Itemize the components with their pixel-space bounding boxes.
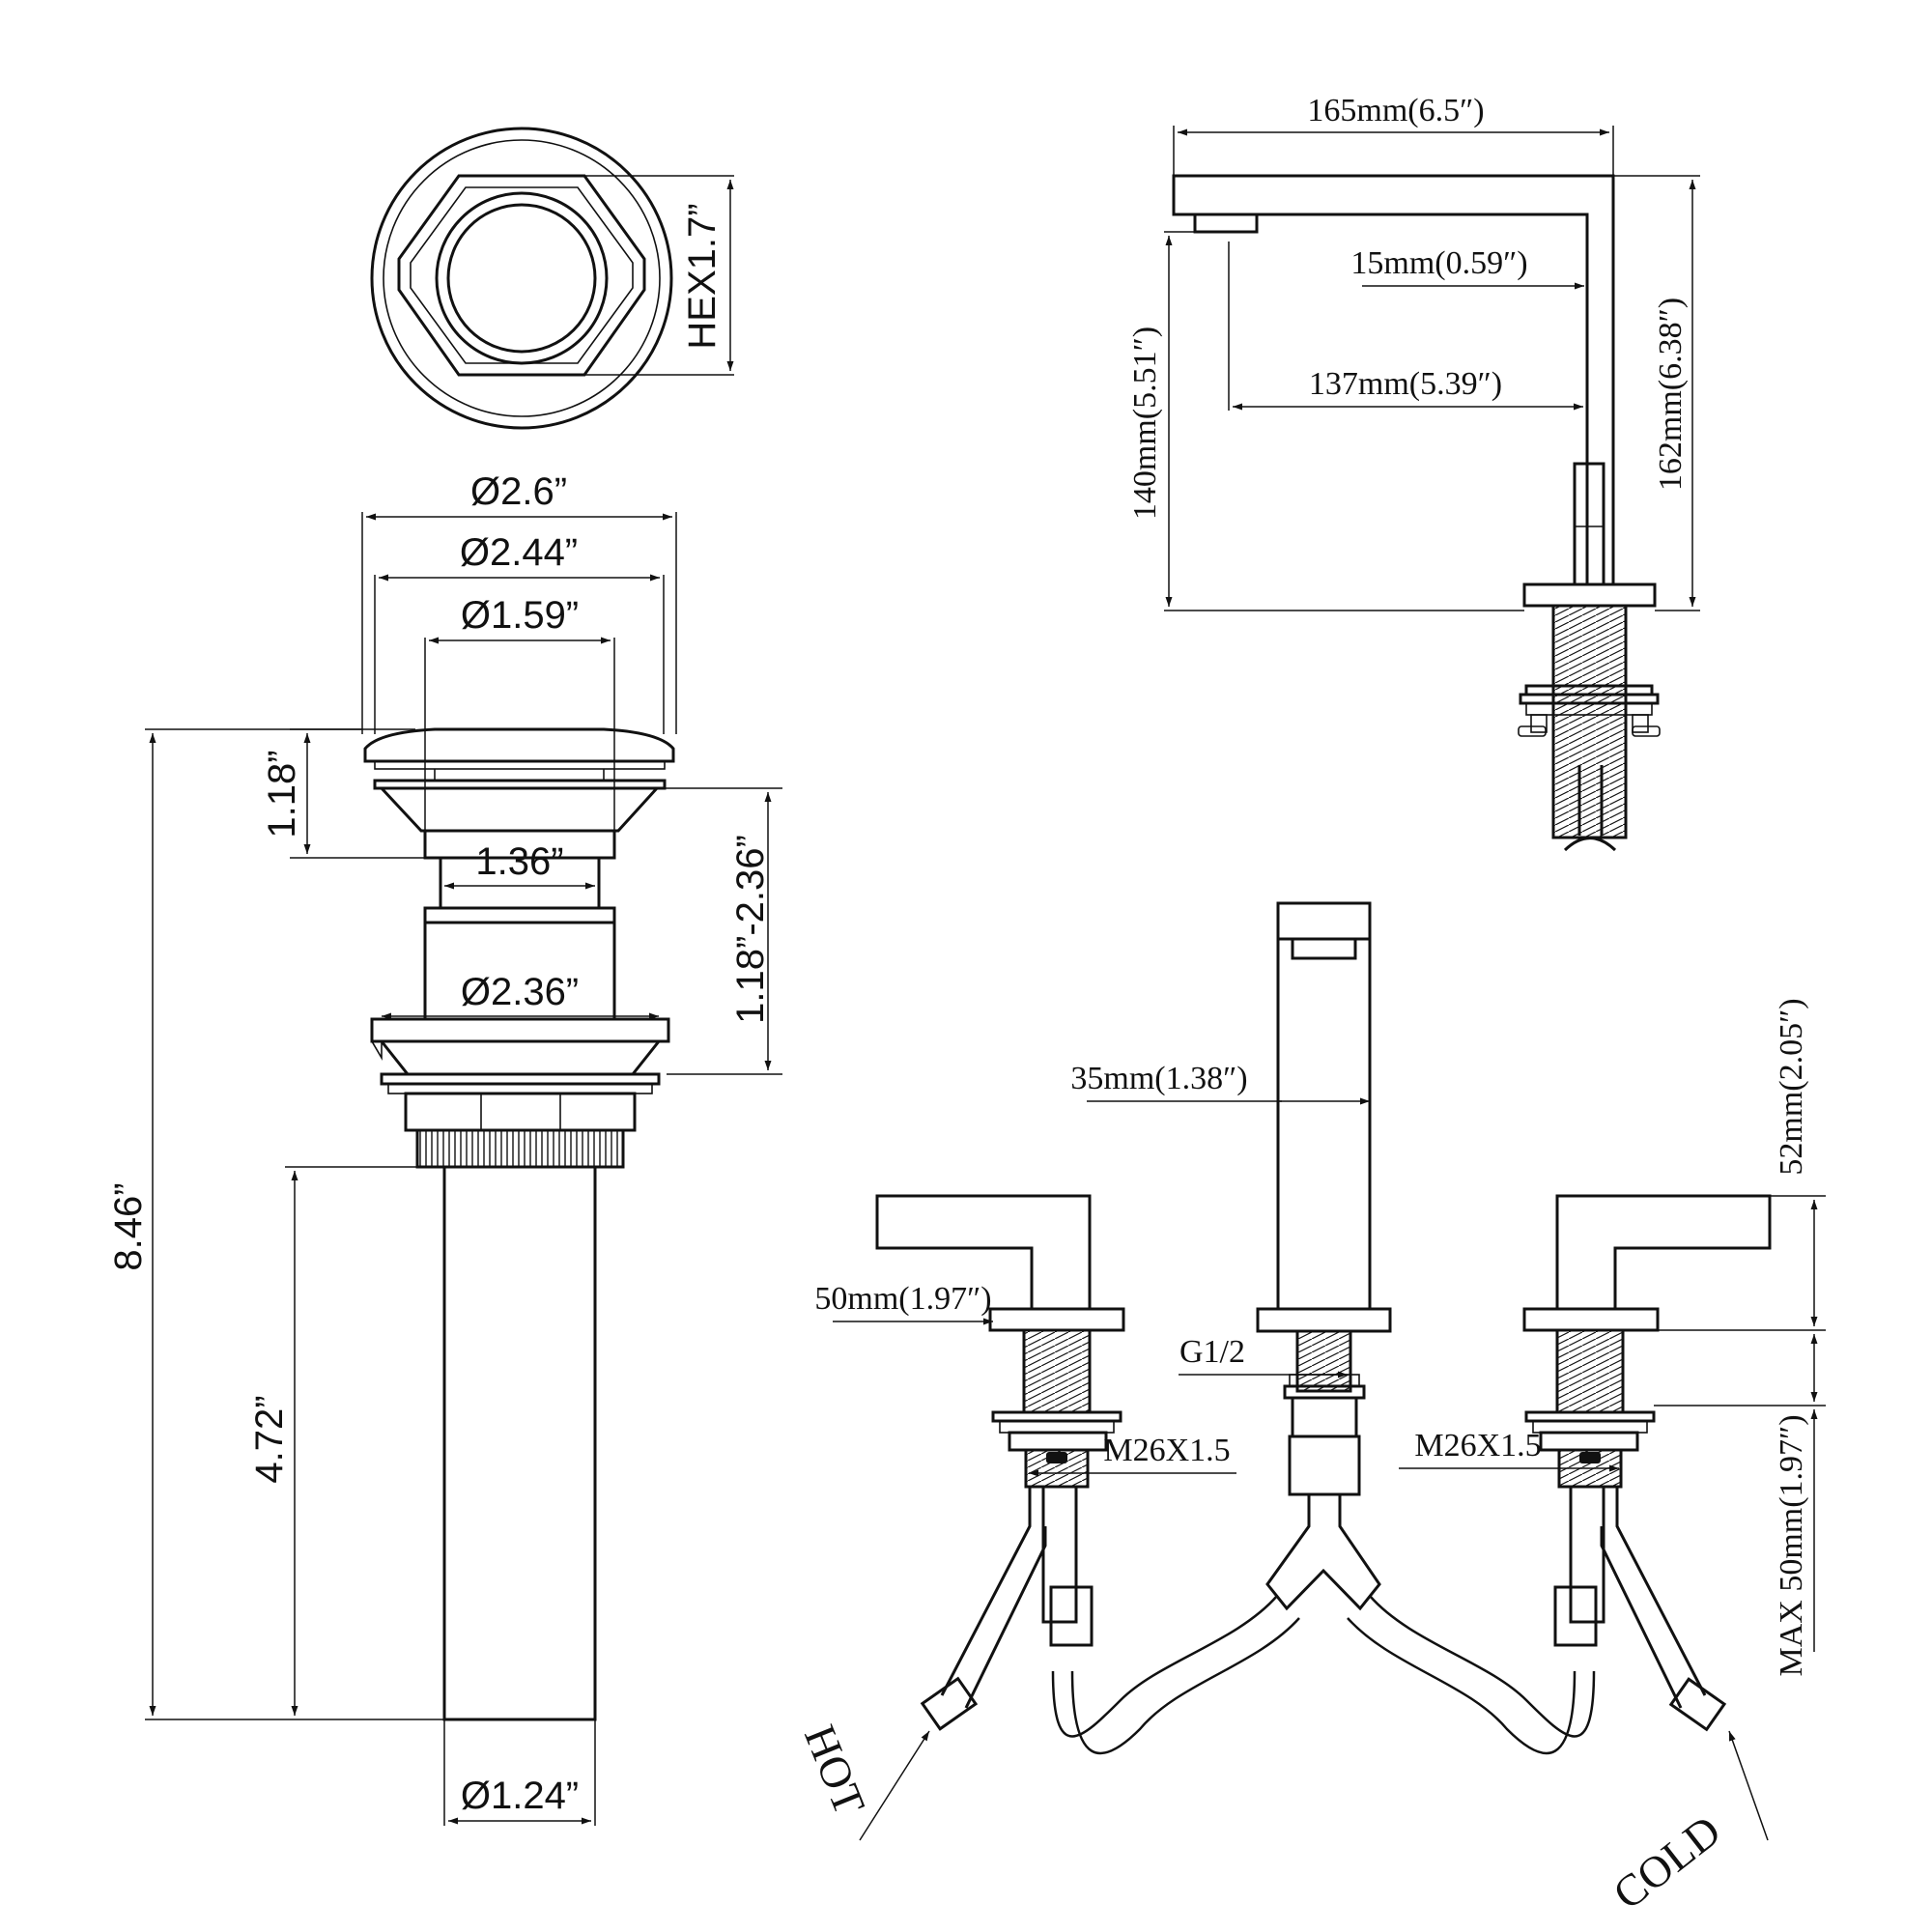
cold-label: COLD [1604,1805,1729,1918]
handle-height-label: 52mm(2.05″) [1774,998,1809,1175]
total-height-label-mm: 162mm(6.38″) [1653,298,1689,491]
hex-label: HEX1.7” [681,203,724,349]
clearance-height-label: 140mm(5.51″) [1127,327,1163,520]
hot-label: HOT [795,1719,875,1822]
faucet-front-view: 35mm(1.38″) 50mm(1.97″) G1/2 M26X1.5 M26… [795,901,1826,1918]
deck-max-label: MAX 50mm(1.97″) [1774,1414,1809,1676]
handle-base-label: 50mm(1.97″) [814,1281,991,1317]
top-diameter-label: Ø1.59” [461,594,579,637]
deck-range-label: 1.18”-2.36” [729,835,772,1024]
neck-width-label: 1.36” [475,840,563,883]
total-height-label: 8.46” [107,1182,150,1270]
spout-width-label: 35mm(1.38″) [1070,1061,1247,1096]
connector-label: G1/2 [1179,1334,1245,1370]
flange-diameter-label: Ø2.44” [460,531,578,574]
drain-side-view: Ø2.6” Ø2.44” Ø1.59” [107,470,782,1826]
thread-right-label: M26X1.5 [1414,1428,1541,1463]
spout-clearance-label: 137mm(5.39″) [1309,366,1502,402]
faucet-side-view: 165mm(6.5″) 15mm(0.59″) 137mm(5.39″) 140… [1127,93,1700,852]
thread-left-label: M26X1.5 [1103,1433,1230,1468]
cap-height-label: 1.18” [261,750,303,838]
body-diameter-label: Ø2.36” [461,971,579,1013]
tail-diameter-label: Ø1.24” [461,1775,579,1817]
cap-diameter-label: Ø2.6” [470,470,567,513]
tail-length-label: 4.72” [248,1395,291,1483]
outlet-offset-label: 15mm(0.59″) [1350,245,1527,281]
reach-label: 165mm(6.5″) [1307,93,1484,128]
drain-top-view: HEX1.7” [370,127,734,430]
